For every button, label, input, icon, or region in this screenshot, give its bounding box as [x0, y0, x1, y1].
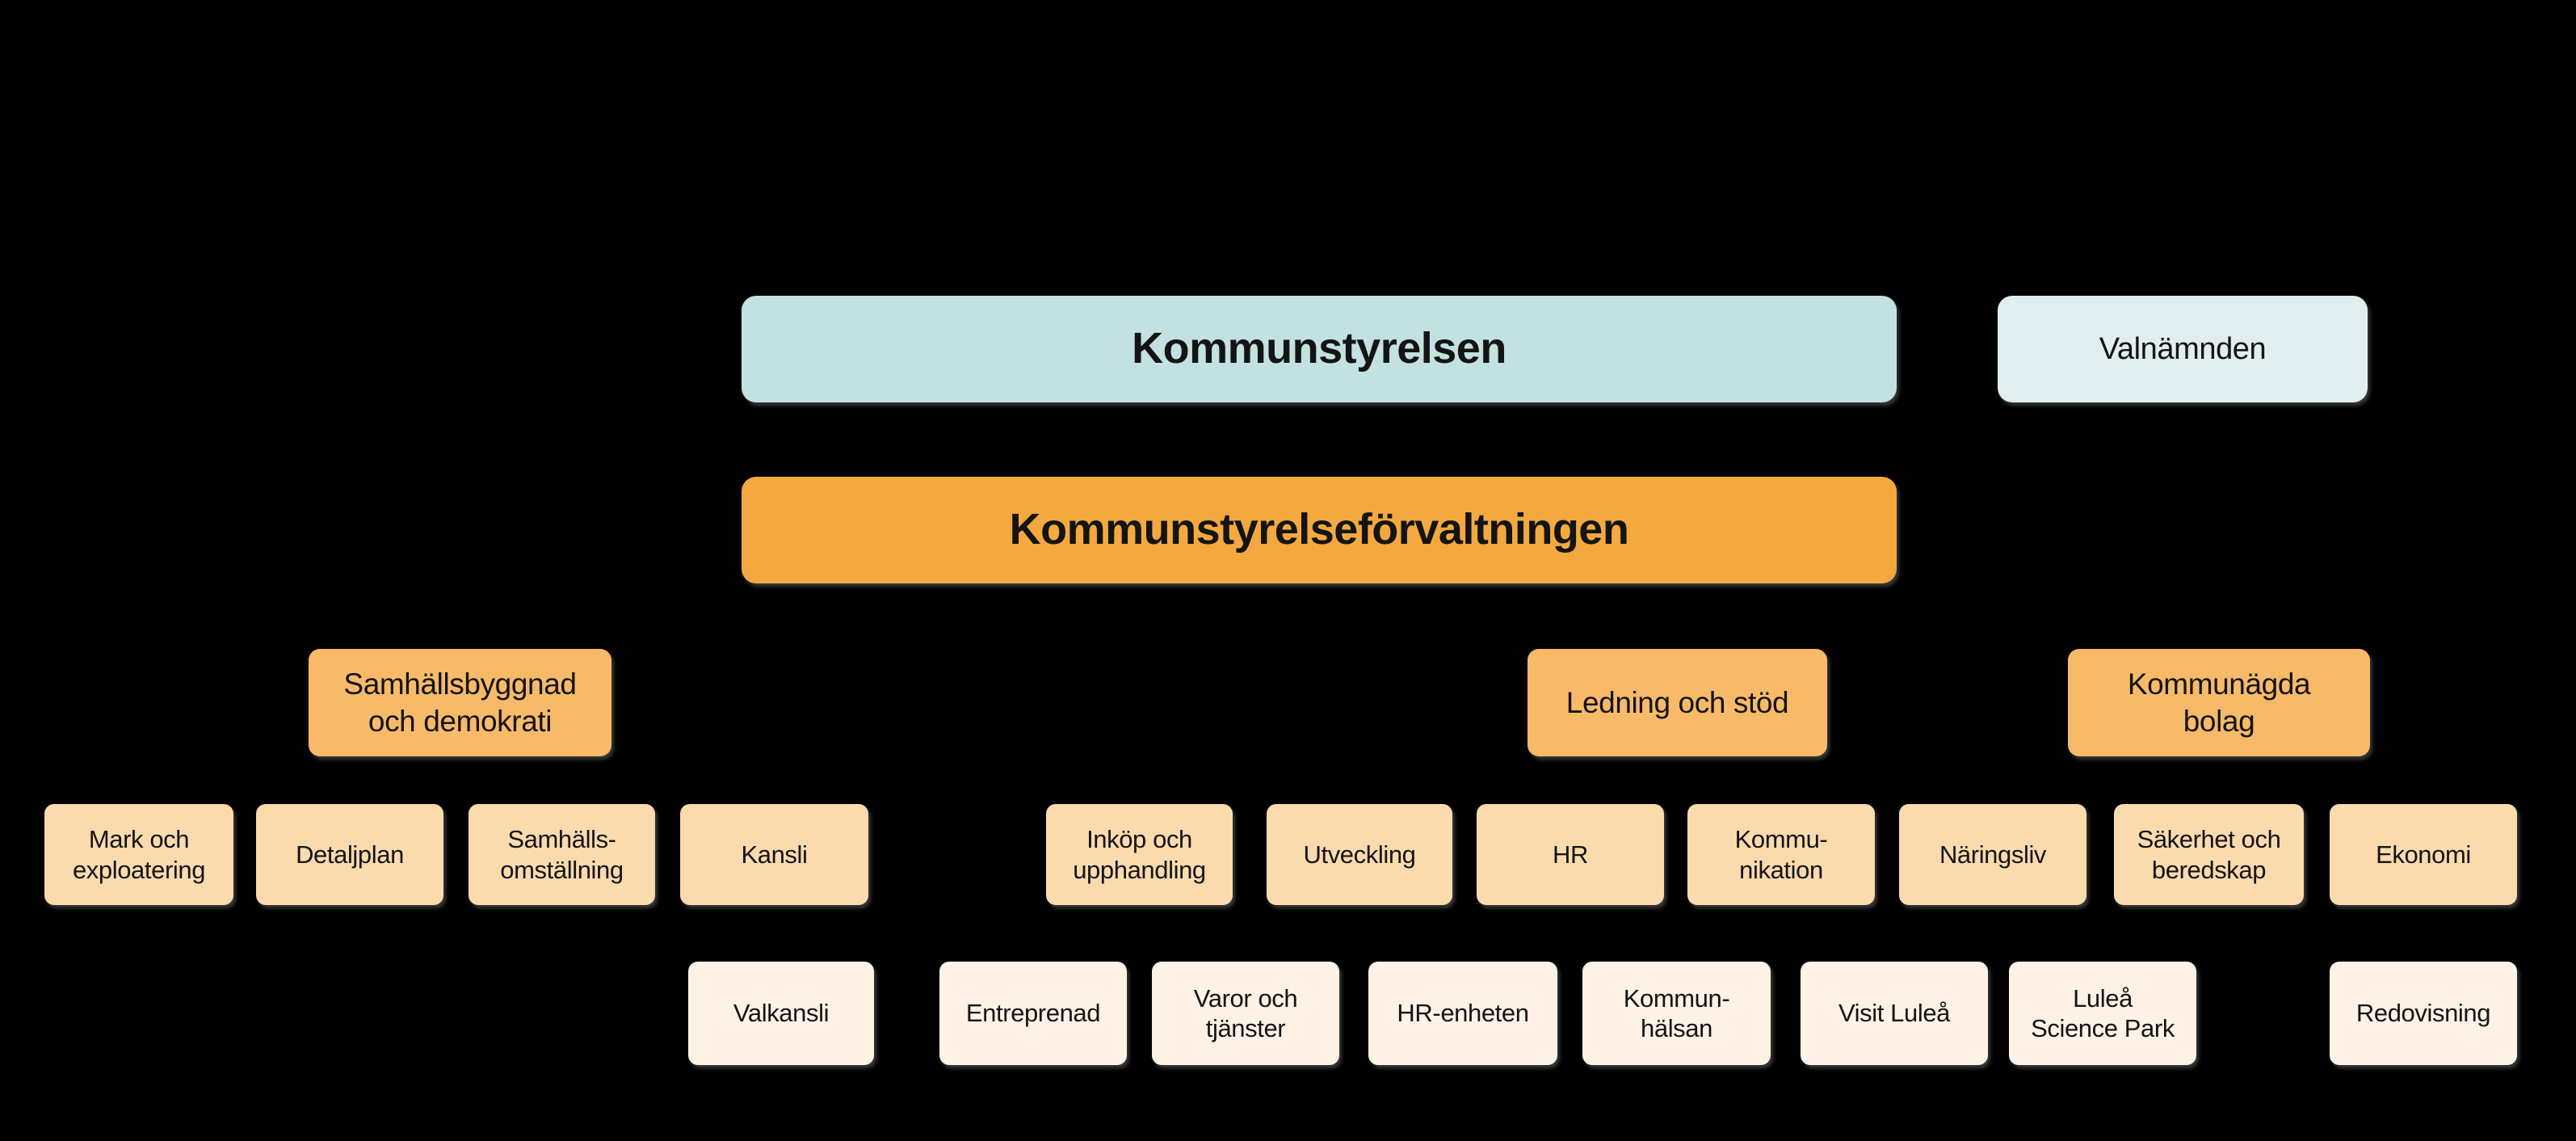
- node-label-inkop-och-upphandling: Inköp och upphandling: [1073, 825, 1206, 884]
- node-label-sakerhet-och-beredskap: Säkerhet och beredskap: [2137, 825, 2281, 884]
- node-detaljplan: Detaljplan: [256, 804, 443, 905]
- node-label-detaljplan: Detaljplan: [296, 840, 404, 869]
- node-label-redovisning: Redovisning: [2355, 999, 2491, 1028]
- node-valnamnden: Valnämnden: [1998, 296, 2368, 402]
- node-label-ledning-och-stod: Ledning och stöd: [1565, 685, 1789, 719]
- node-utveckling: Utveckling: [1267, 804, 1452, 905]
- node-label-utveckling: Utveckling: [1303, 840, 1416, 869]
- node-ekonomi: Ekonomi: [2330, 804, 2517, 905]
- node-ledning-och-stod: Ledning och stöd: [1528, 649, 1827, 756]
- node-label-samhallsomstallning: Samhälls- omställning: [500, 825, 624, 884]
- node-visit-lulea: Visit Luleå: [1801, 962, 1988, 1065]
- node-kommunhalsan: Kommun- hälsan: [1582, 962, 1771, 1065]
- node-mark-och-exploatering: Mark och exploatering: [44, 804, 233, 905]
- node-kommunstyrelsen: Kommunstyrelsen: [742, 296, 1897, 402]
- node-samhallsomstallning: Samhälls- omställning: [469, 804, 655, 905]
- node-label-samhallsbyggnad: Samhällsbyggnad och demokrati: [343, 667, 577, 738]
- node-label-kommunagda-bolag: Kommunägda bolag: [2127, 667, 2311, 738]
- node-forvaltningen: Kommunstyrelseförvaltningen: [742, 477, 1897, 583]
- node-varor-och-tjanster: Varor och tjänster: [1152, 962, 1339, 1065]
- node-label-lulea-science-park: Luleå Science Park: [2031, 983, 2175, 1042]
- node-lulea-science-park: Luleå Science Park: [2009, 962, 2196, 1065]
- node-label-kommunhalsan: Kommun- hälsan: [1623, 983, 1730, 1042]
- node-label-valnamnden: Valnämnden: [2099, 331, 2267, 366]
- node-label-entreprenad: Entreprenad: [965, 999, 1101, 1028]
- node-valkansli: Valkansli: [688, 962, 874, 1065]
- node-label-ekonomi: Ekonomi: [2376, 840, 2471, 869]
- node-kommunagda-bolag: Kommunägda bolag: [2068, 649, 2370, 756]
- node-naringsliv: Näringsliv: [1899, 804, 2086, 905]
- node-label-kommunikation: Kommu- nikation: [1734, 825, 1828, 884]
- node-label-naringsliv: Näringsliv: [1939, 840, 2047, 869]
- node-redovisning: Redovisning: [2330, 962, 2517, 1065]
- node-label-varor-och-tjanster: Varor och tjänster: [1193, 983, 1298, 1042]
- node-label-kansli: Kansli: [741, 840, 808, 869]
- node-kansli: Kansli: [680, 804, 868, 905]
- node-sakerhet-och-beredskap: Säkerhet och beredskap: [2114, 804, 2304, 905]
- node-inkop-och-upphandling: Inköp och upphandling: [1046, 804, 1233, 905]
- node-label-forvaltningen: Kommunstyrelseförvaltningen: [1009, 505, 1629, 554]
- node-entreprenad: Entreprenad: [939, 962, 1127, 1065]
- node-label-hr: HR: [1553, 840, 1588, 869]
- node-label-mark-och-exploatering: Mark och exploatering: [72, 825, 206, 884]
- node-hr: HR: [1477, 804, 1664, 905]
- node-label-visit-lulea: Visit Luleå: [1838, 999, 1951, 1028]
- node-label-valkansli: Valkansli: [733, 999, 830, 1028]
- node-kommunikation: Kommu- nikation: [1687, 804, 1875, 905]
- node-hr-enheten: HR-enheten: [1368, 962, 1557, 1065]
- node-label-kommunstyrelsen: Kommunstyrelsen: [1132, 324, 1507, 373]
- node-label-hr-enheten: HR-enheten: [1397, 999, 1529, 1028]
- node-samhallsbyggnad: Samhällsbyggnad och demokrati: [309, 649, 611, 756]
